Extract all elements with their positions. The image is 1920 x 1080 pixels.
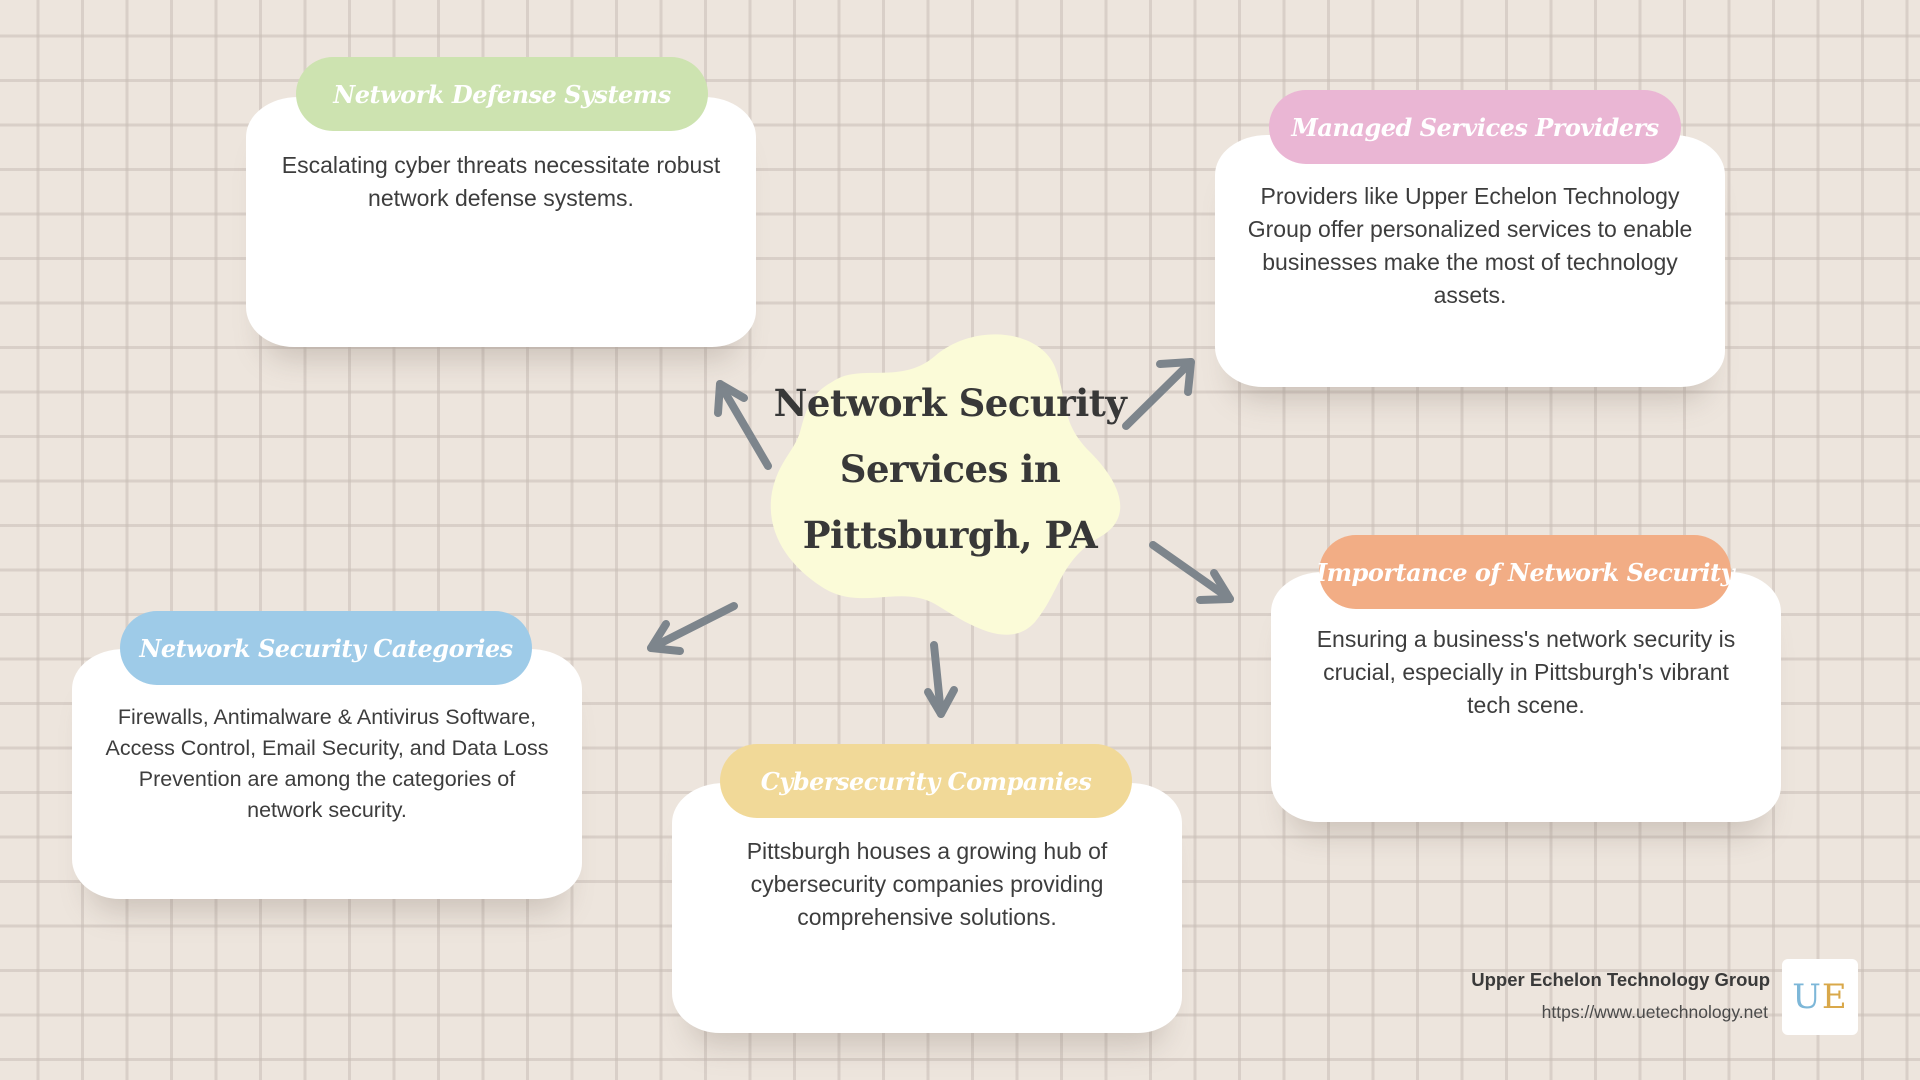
logo-letter-u: U	[1792, 977, 1822, 1017]
arrow-to-network-security-categories	[647, 602, 738, 655]
card-title-pill: Network Defense Systems	[296, 57, 708, 131]
card-body: Firewalls, Antimalware & Antivirus Softw…	[72, 649, 582, 899]
center-title: Network Security Services in Pittsburgh,…	[760, 370, 1140, 568]
logo-letter-e: E	[1821, 977, 1848, 1017]
brand-footer: Upper Echelon Technology Group https://w…	[1440, 957, 1860, 1035]
center-title-line-2: Services in	[839, 447, 1061, 491]
brand-url[interactable]: https://www.uetechnology.net	[1541, 1002, 1768, 1022]
card-description: Escalating cyber threats necessitate rob…	[281, 152, 721, 211]
card-body: Pittsburgh houses a growing hub of cyber…	[672, 783, 1182, 1033]
card-description: Firewalls, Antimalware & Antivirus Softw…	[105, 705, 549, 822]
card-title-pill: Cybersecurity Companies	[720, 744, 1132, 818]
center-title-line-1: Network Security	[773, 381, 1127, 425]
card-title-pill: Network Security Categories	[120, 611, 532, 685]
card-body: Providers like Upper Echelon Technology …	[1215, 135, 1725, 387]
card-body: Ensuring a business's network security i…	[1271, 572, 1781, 822]
card-description: Ensuring a business's network security i…	[1316, 626, 1736, 718]
card-managed-services-providers: Providers like Upper Echelon Technology …	[1215, 90, 1725, 400]
card-importance-of-network-security: Ensuring a business's network security i…	[1271, 535, 1781, 835]
center-blob-shape	[770, 334, 1121, 635]
card-description: Pittsburgh houses a growing hub of cyber…	[746, 838, 1108, 930]
card-cybersecurity-companies: Pittsburgh houses a growing hub of cyber…	[672, 744, 1182, 1044]
center-topic: Network Security Services in Pittsburgh,…	[760, 322, 1140, 640]
card-description: Providers like Upper Echelon Technology …	[1247, 183, 1693, 308]
card-network-defense-systems: Escalating cyber threats necessitate rob…	[246, 57, 756, 357]
brand-name: Upper Echelon Technology Group	[1471, 969, 1770, 990]
card-title-pill: Importance of Network Security	[1316, 535, 1735, 609]
card-title-pill: Managed Services Providers	[1269, 90, 1681, 164]
arrow-to-cybersecurity-companies	[924, 641, 958, 718]
card-body: Escalating cyber threats necessitate rob…	[246, 97, 756, 347]
arrow-to-importance-of-network-security	[1149, 541, 1234, 604]
card-network-security-categories: Firewalls, Antimalware & Antivirus Softw…	[72, 611, 582, 911]
center-title-line-3: Pittsburgh, PA	[802, 513, 1098, 557]
